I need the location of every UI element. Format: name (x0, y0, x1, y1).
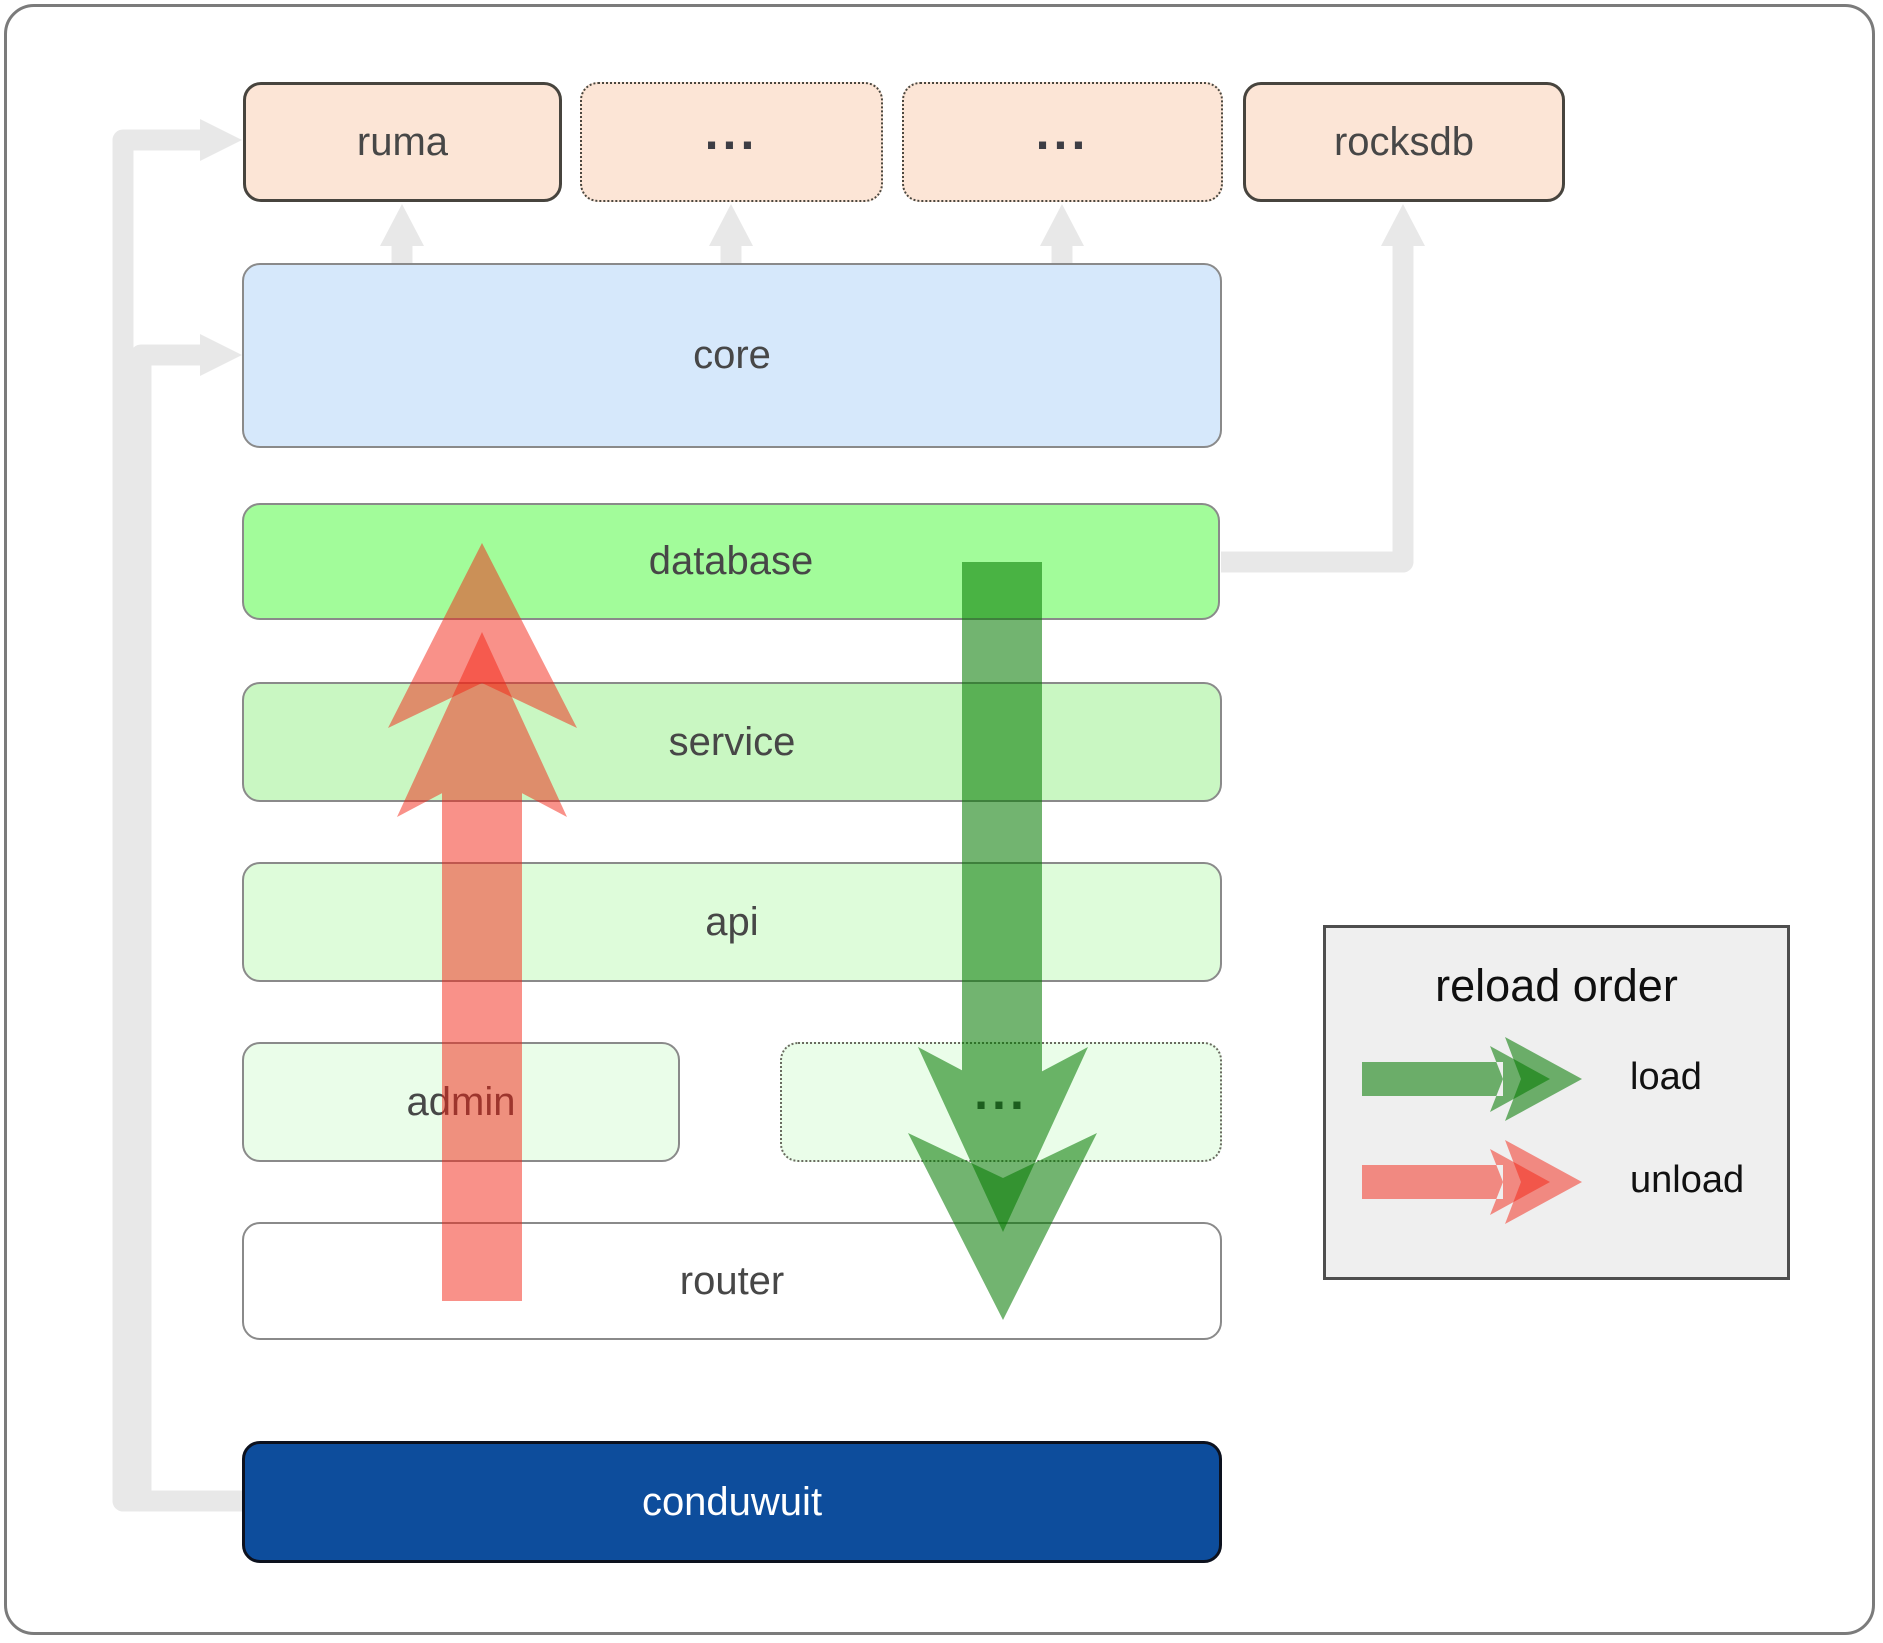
node-router: router (242, 1222, 1222, 1340)
legend-unload-label: unload (1630, 1159, 1745, 1201)
connector-conduwuit-to-core (130, 344, 242, 1512)
node-ellipsis-top-left: ... (580, 82, 883, 202)
ellipsis-label: ... (704, 104, 759, 160)
node-ruma: ruma (243, 82, 562, 202)
legend-load-label: load (1630, 1056, 1702, 1098)
outer-frame (4, 4, 1875, 1635)
arrowhead-up-ruma-icon (380, 204, 424, 246)
node-ellipsis-top-right: ... (902, 82, 1223, 202)
arrowhead-into-core-icon (200, 334, 242, 376)
node-database: database (242, 503, 1220, 620)
ellipsis-label: ... (974, 1064, 1028, 1120)
legend-title: reload order (1435, 960, 1678, 1011)
node-admin: admin (242, 1042, 680, 1162)
node-conduwuit: conduwuit (242, 1441, 1222, 1563)
node-core: core (242, 263, 1222, 448)
arrowhead-into-ruma-icon (200, 119, 242, 161)
node-ellipsis-middle: ... (780, 1042, 1222, 1162)
arrowhead-up-rocksdb-icon (1381, 204, 1425, 246)
legend-box: reload order (1323, 925, 1790, 1280)
node-service: service (242, 682, 1222, 802)
connector-database-to-rocksdb (1221, 246, 1414, 573)
node-rocksdb: rocksdb (1243, 82, 1565, 202)
arrowhead-up-ellipsis-1-icon (709, 204, 753, 246)
arrowhead-up-ellipsis-2-icon (1040, 204, 1084, 246)
ellipsis-label: ... (1035, 104, 1090, 160)
node-api: api (242, 862, 1222, 982)
